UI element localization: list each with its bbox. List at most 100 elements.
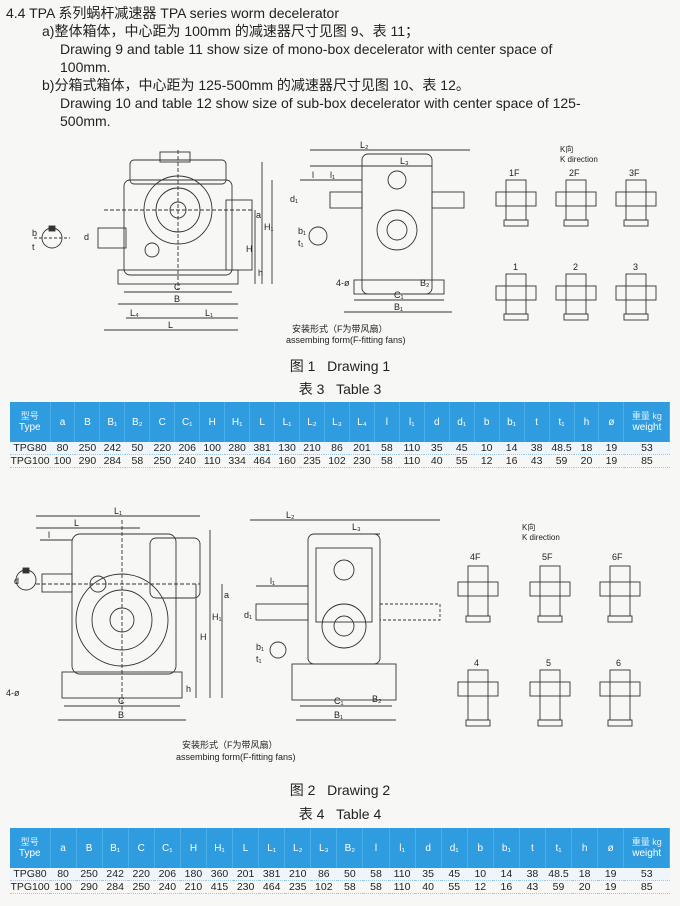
t4-col-header: d [415,828,442,868]
table-cell: 220 [128,868,155,881]
k2-direction-en: K direction [522,533,560,542]
table-cell: 201 [232,868,259,881]
table-cell: 102 [324,454,350,468]
table-cell: 235 [299,454,325,468]
dim-t: t [32,242,35,252]
dim-t1: t₁ [298,238,304,248]
table-cell: 35 [415,868,442,881]
table-cell: 18 [574,442,599,455]
table-cell: 110 [389,868,416,881]
table-cell: 58 [336,880,363,894]
table-cell: 100 [50,880,77,894]
dim2-l2: L₂ [286,510,295,520]
t3-col-header: H₁ [224,402,251,442]
t4-col-header: t₁ [545,828,573,868]
dim-c1: C₁ [394,290,404,300]
table-cell: 19 [597,868,624,881]
t3-col-header: C₁ [174,402,201,442]
table-cell: 20 [571,880,598,894]
dim2-d1: d₁ [244,610,252,620]
mount-6f: 6F [612,552,623,562]
table-cell: 250 [149,454,175,468]
table-cell: 242 [102,868,129,881]
table-cell: 210 [284,868,311,881]
table-cell: 220 [149,442,175,455]
dim2-b1-width: B₁ [334,710,343,720]
t3-type-en: Type [18,422,41,433]
table-cell: 86 [324,442,350,455]
section-title: 4.4 TPA 系列蜗杆减速器 TPA series worm decelera… [6,5,339,21]
mount-2: 2 [573,262,578,272]
dim2-c1: C₁ [334,696,344,706]
t3-col-header: b₁ [499,402,525,442]
t3-type-cn: 型号 [20,411,39,421]
table-cell: 55 [449,454,475,468]
drawing-2-figure: L₁ L l d 4-ø C B H H₁ a h L₂ L₃ l₁ d₁ b₁… [6,506,641,762]
dim-c: C [174,282,181,292]
table-cell: 45 [449,442,475,455]
t4-col-header: d₁ [441,828,468,868]
mount-5f: 5F [542,552,553,562]
item-b-en-1: Drawing 10 and table 12 show size of sub… [60,95,581,111]
table-3-caption-cn: 表 3 [298,381,325,397]
table-cell: 180 [180,868,207,881]
mount-5: 5 [546,658,551,668]
table-cell: 16 [493,880,520,894]
dim-h1: H₁ [264,222,274,232]
mount-6: 6 [616,658,621,668]
t3-col-header: ø [598,402,625,442]
t3-col-header: l [374,402,400,442]
table-cell: 19 [598,442,624,455]
table-cell: 43 [519,880,546,894]
assembly2-form-en: assembing form(F-fitting fans) [176,752,296,762]
t4-col-header: B₂ [336,828,364,868]
t3-col-header: L₂ [299,402,325,442]
item-a-cn: a)整体箱体，中心距为 100mm 的减速器尺寸见图 9、表 11； [42,23,420,39]
mount-3f: 3F [629,168,640,178]
table-cell: 201 [349,442,375,455]
table-cell: 334 [224,454,250,468]
table-cell: 53 [623,442,670,455]
table-cell: 206 [154,868,181,881]
t3-col-header: L₄ [349,402,375,442]
dim-a: a [256,210,261,220]
table-3-caption-en: Table 3 [336,381,382,397]
table-cell: 40 [424,454,450,468]
t3-col-header: d [424,402,450,442]
mount-1f: 1F [509,168,520,178]
table-cell: TPG100 [10,880,50,894]
table-cell: 14 [499,442,525,455]
t4-col-header: a [50,828,77,868]
table-cell: 50 [336,868,363,881]
table-cell: 43 [524,454,550,468]
table-cell: 19 [597,880,624,894]
t4-col-header: h [571,828,599,868]
table-cell: 58 [362,880,390,894]
table-cell: 240 [174,454,200,468]
table-cell: 110 [389,880,416,894]
table-cell: 80 [50,868,77,881]
mount-3: 3 [633,262,638,272]
dim2-h1: H₁ [212,612,222,622]
item-a-en-2: 100mm. [60,59,111,75]
t3-col-header: a [50,402,76,442]
table-cell: 464 [249,454,275,468]
k-direction-en: K direction [560,155,598,164]
table-cell: 210 [180,880,207,894]
table-cell: 86 [310,868,337,881]
table-cell: 20 [574,454,599,468]
table-cell: 48.5 [545,868,572,881]
table-cell: 110 [199,454,225,468]
t3-col-header: l₁ [399,402,425,442]
table-cell: 85 [623,454,670,468]
table-3-caption: 表 3 Table 3 [0,381,680,398]
table-4-caption-cn: 表 4 [298,806,325,822]
t4-col-header: l [362,828,390,868]
table-cell: 240 [154,880,181,894]
dim2-a: a [224,590,229,600]
